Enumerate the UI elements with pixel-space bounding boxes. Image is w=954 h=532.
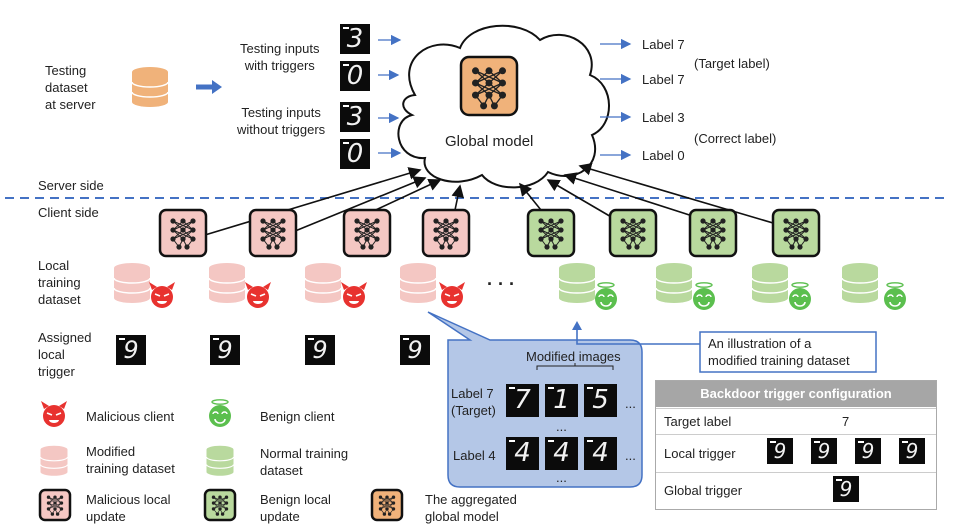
modified-image: 1: [545, 384, 578, 417]
config-row-local: Local trigger: [656, 434, 936, 473]
modified-image: 4: [584, 437, 617, 470]
input-arrows: [378, 34, 402, 159]
inputs-without-triggers-label: Testing inputs without triggers: [237, 105, 326, 137]
global-trigger-key: Global trigger: [664, 483, 743, 498]
config-local-trigger: 9: [899, 438, 925, 464]
config-local-trigger: 9: [811, 438, 837, 464]
config-local-trigger: 9: [767, 438, 793, 464]
config-row-global: Global trigger: [656, 472, 936, 510]
client-side-label: Client side: [38, 205, 99, 220]
legend-benign-client: Benign client: [260, 409, 335, 424]
local-trigger-digit: 9: [116, 335, 146, 365]
malicious-update-boxes: [158, 208, 471, 258]
target-label-value: 7: [842, 414, 850, 429]
input-digit: 0: [340, 61, 370, 91]
local-trigger-digit: 9: [400, 335, 430, 365]
illustration-note: An illustration of a modified training d…: [708, 336, 850, 368]
legend-modified-dataset: Modified training dataset: [86, 444, 175, 476]
backdoor-config-table: Backdoor trigger configuration Target la…: [655, 380, 937, 510]
input-digit: 3: [340, 24, 370, 54]
local-trigger-key: Local trigger: [664, 446, 736, 461]
local-trigger-digit: 9: [210, 335, 240, 365]
output-label: Label 3: [642, 110, 685, 125]
benign-update-boxes: [526, 208, 821, 258]
legend-normal-dataset: Normal training dataset: [260, 446, 349, 478]
local-trigger-digit: 9: [305, 335, 335, 365]
config-global-trigger: 9: [833, 476, 859, 502]
modified-image: 4: [545, 437, 578, 470]
config-local-trigger: 9: [855, 438, 881, 464]
input-digit: 0: [340, 139, 370, 169]
modified-image: 7: [506, 384, 539, 417]
modified-image: 4: [506, 437, 539, 470]
output-label: Label 7: [642, 72, 685, 87]
modified-images-title: Modified images: [526, 349, 621, 364]
global-model-icon: [459, 55, 519, 117]
server-side-label: Server side: [38, 178, 104, 193]
legend-malicious-update: Malicious local update: [86, 492, 171, 524]
label-4: Label 4: [453, 448, 496, 463]
output-arrows: [600, 38, 632, 161]
column-dots: ...: [556, 419, 567, 434]
input-digit: 3: [340, 102, 370, 132]
output-label: Label 7: [642, 37, 685, 52]
legend-malicious-client: Malicious client: [86, 409, 175, 424]
inputs-with-triggers-label: Testing inputs with triggers: [240, 41, 320, 73]
clients-ellipsis: · · ·: [487, 274, 515, 294]
target-label-note: (Target label): [694, 56, 770, 71]
assigned-local-trigger-label: Assigned local trigger: [38, 330, 92, 379]
testing-dataset-label: Testing dataset at server: [45, 63, 96, 112]
label-7-target: Label 7 (Target): [451, 386, 496, 418]
global-model-label: Global model: [445, 133, 534, 150]
row-dots: ...: [625, 396, 636, 411]
modified-image: 5: [584, 384, 617, 417]
correct-label-note: (Correct label): [694, 131, 777, 146]
target-label-key: Target label: [664, 414, 732, 429]
output-label: Label 0: [642, 148, 685, 163]
config-title: Backdoor trigger configuration: [656, 381, 936, 407]
legend-aggregated-model: The aggregated global model: [425, 492, 517, 524]
legend-benign-update: Benign local update: [260, 492, 331, 524]
server-database-icon: [131, 66, 169, 108]
config-row-target: Target label 7: [656, 408, 936, 435]
local-training-dataset-label: Local training dataset: [38, 258, 81, 307]
column-dots: ...: [556, 470, 567, 485]
row-dots: ...: [625, 448, 636, 463]
legend-icons: [38, 398, 404, 522]
